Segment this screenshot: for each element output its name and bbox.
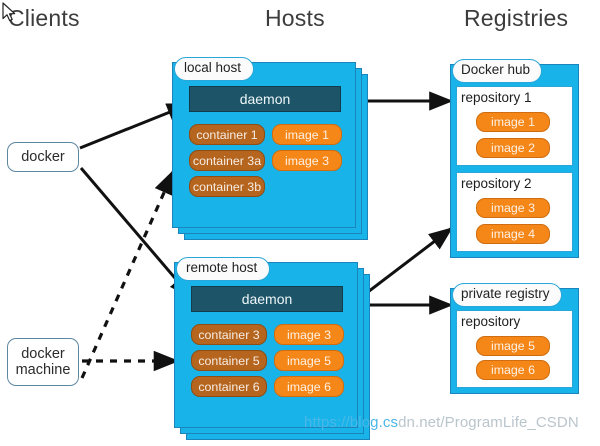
pill-label: image 3 <box>286 327 332 342</box>
local-host-daemon-label: daemon <box>239 91 291 107</box>
local-host-container-3a[interactable]: container 3a <box>189 150 265 171</box>
local-host-container-1[interactable]: container 1 <box>189 124 265 145</box>
repository-1-image-1[interactable]: image 1 <box>476 112 550 132</box>
watermark-highlighted: https://blog.cs <box>304 414 399 431</box>
pill-label: image 5 <box>286 353 332 368</box>
remote-host-image-5[interactable]: image 5 <box>274 350 344 371</box>
pill-label: image 1 <box>490 115 536 129</box>
section-title-hosts: Hosts <box>265 5 325 31</box>
repository-2-image-4[interactable]: image 4 <box>476 224 550 244</box>
pill-label: image 6 <box>490 363 536 377</box>
pill-label: image 5 <box>490 339 536 353</box>
repository-1-title: repository 1 <box>461 90 532 105</box>
pill-label: image 2 <box>490 141 536 155</box>
pill-label: container 3b <box>192 179 262 194</box>
client-docker[interactable]: docker <box>7 142 79 172</box>
pill-label: container 5 <box>198 353 260 368</box>
local-host-image-3[interactable]: image 3 <box>272 150 342 171</box>
remote-host-daemon-label: daemon <box>241 291 293 307</box>
repository-2-image-3[interactable]: image 3 <box>476 198 550 218</box>
wire-dockermachine-to-local-host <box>80 168 176 379</box>
registry-label-private-registry: private registry <box>452 283 562 307</box>
local-host-image-1[interactable]: image 1 <box>272 124 342 145</box>
remote-host-image-3[interactable]: image 3 <box>274 324 344 345</box>
host-label-local-host: local host <box>174 57 255 81</box>
remote-host-container-6[interactable]: container 6 <box>191 376 267 397</box>
mouse-cursor-icon <box>2 2 16 22</box>
private-repository-title: repository <box>461 314 521 329</box>
pill-label: container 6 <box>198 379 260 394</box>
remote-host-daemon[interactable]: daemon <box>191 286 343 312</box>
local-host-daemon[interactable]: daemon <box>189 86 341 112</box>
remote-host-container-5[interactable]: container 5 <box>191 350 267 371</box>
client-docker-machine-label-line1: docker <box>21 345 65 362</box>
local-host-container-3b[interactable]: container 3b <box>189 176 265 197</box>
section-title-clients: Clients <box>8 5 80 31</box>
registry-label-docker-hub: Docker hub <box>452 59 543 83</box>
watermark: https://blog.csdn.net/ProgramLife_CSDN <box>304 414 579 431</box>
pill-label: container 3a <box>192 153 262 168</box>
repository-1-image-2[interactable]: image 2 <box>476 138 550 158</box>
watermark-faded: dn.net/ProgramLife_CSDN <box>398 414 579 431</box>
host-local-host[interactable]: daemon container 1 container 3a containe… <box>172 62 368 240</box>
pill-label: image 4 <box>490 227 536 241</box>
client-docker-machine-label-line2: machine <box>15 362 71 378</box>
remote-host-container-3[interactable]: container 3 <box>191 324 267 345</box>
private-repository-image-6[interactable]: image 6 <box>476 360 550 380</box>
host-label-remote-host: remote host <box>176 257 271 281</box>
pill-label: container 3 <box>198 327 260 342</box>
repository-2-title: repository 2 <box>461 176 532 191</box>
pill-label: image 3 <box>490 201 536 215</box>
section-title-registries: Registries <box>464 5 569 31</box>
remote-host-image-6[interactable]: image 6 <box>274 376 344 397</box>
host-remote-host[interactable]: daemon container 3 container 5 container… <box>174 262 370 440</box>
private-repository-image-5[interactable]: image 5 <box>476 336 550 356</box>
client-docker-label: docker <box>21 148 65 165</box>
pill-label: image 3 <box>284 153 330 168</box>
wire-remote-daemon-to-repository-2 <box>359 226 453 300</box>
pill-label: container 1 <box>196 127 258 142</box>
pill-label: image 1 <box>284 127 330 142</box>
pill-label: image 6 <box>286 379 332 394</box>
client-docker-machine[interactable]: docker machine <box>7 338 79 386</box>
